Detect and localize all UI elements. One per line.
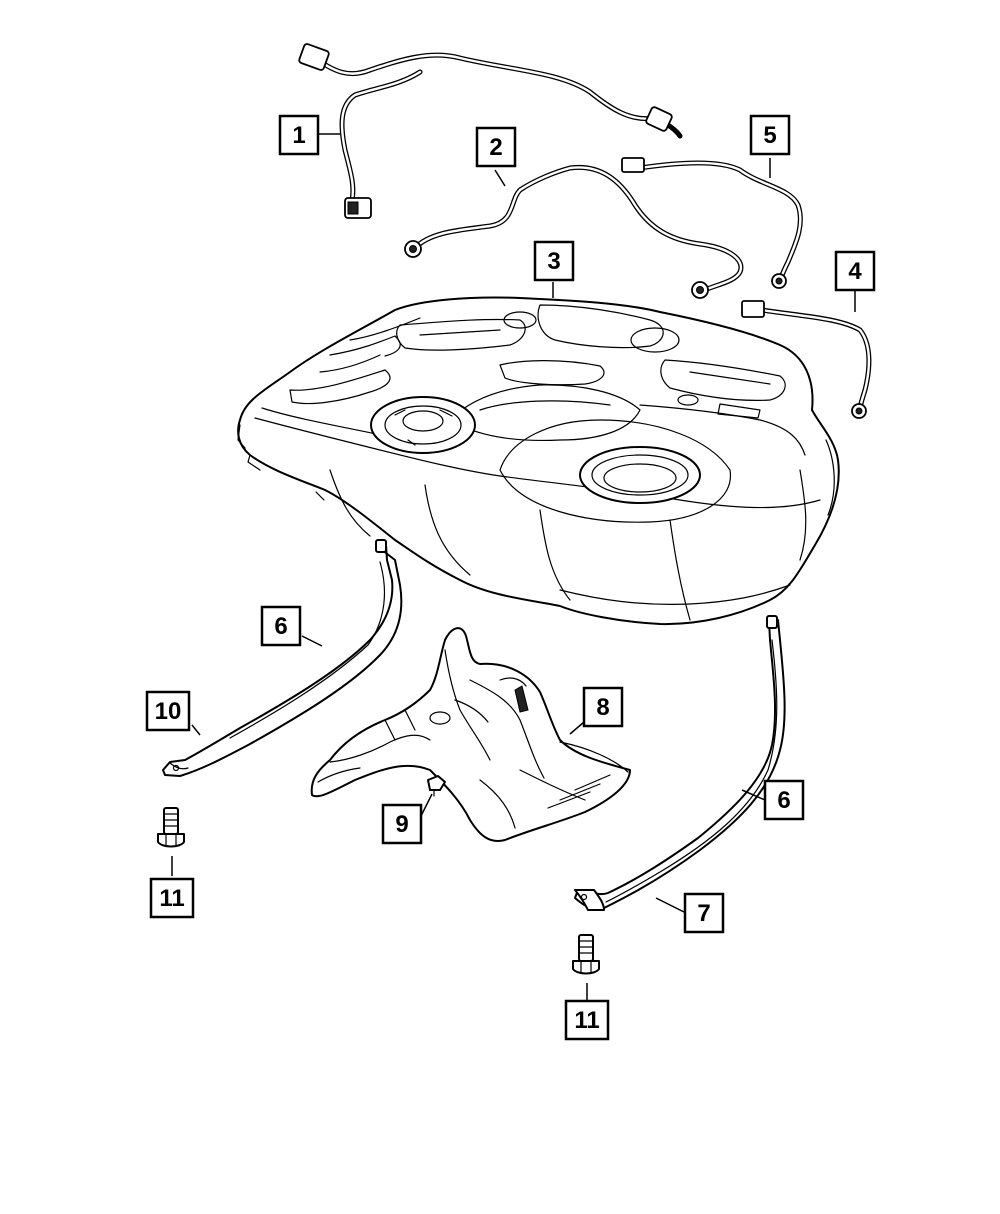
part-9-push-clip [427,775,446,797]
callout-9: 9 [381,803,423,845]
part-1-wiring-harness [298,43,683,219]
part-11-bolt-left [157,807,185,848]
callout-4: 4 [834,250,876,292]
callout-label: 5 [763,122,776,149]
part-5-wiring-harness [621,157,803,289]
callout-2: 2 [475,126,517,168]
callout-8: 8 [582,686,624,728]
part-4-wiring-harness [741,300,872,419]
callout-10: 10 [145,690,191,732]
callout-label: 6 [274,613,287,640]
part-3-fuel-tank [237,296,840,626]
leader-lines [171,133,856,1000]
part-2-wiring-harness [404,164,744,299]
part-8-heat-shield [310,627,631,842]
callout-1: 1 [278,114,320,156]
callout-label: 4 [848,258,862,285]
callout-7: 7 [683,892,725,934]
callout-label: 11 [574,1007,599,1034]
callout-label: 1 [292,122,305,149]
callout-label: 11 [159,885,184,912]
callout-label: 7 [697,900,710,927]
callout-label: 10 [155,698,182,725]
callout-label: 3 [547,248,560,275]
callout-6-right: 6 [763,779,805,821]
callout-label: 9 [395,811,408,838]
callout-11-right: 11 [564,999,610,1041]
callout-5: 5 [749,114,791,156]
callout-6-left: 6 [260,605,302,647]
part-6-right-strap [574,615,786,911]
callout-label: 8 [596,694,609,721]
part-6-left-strap [162,539,403,777]
callout-3: 3 [533,240,575,282]
callout-label: 2 [489,134,502,161]
part-11-bolt-right [572,934,600,975]
callout-label: 6 [777,787,790,814]
callout-11-left: 11 [149,877,195,919]
